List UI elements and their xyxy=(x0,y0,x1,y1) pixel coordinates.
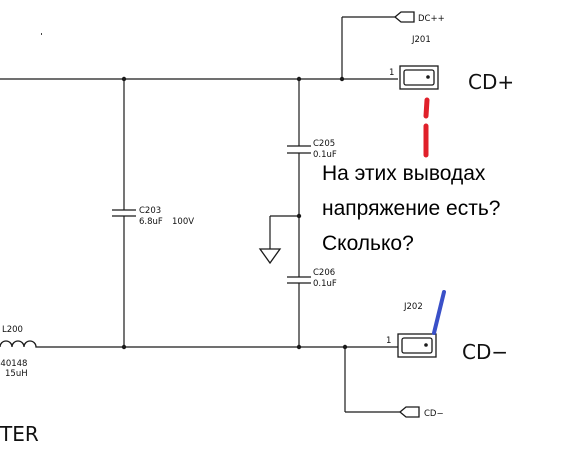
c205-ref-label: C205 xyxy=(313,139,335,149)
j202-label: J202 xyxy=(403,302,423,312)
c206-value-label: 0.1uF xyxy=(313,279,337,289)
ground-icon xyxy=(258,248,282,265)
j201-pin-label: 1 xyxy=(389,68,394,78)
cdm-port-icon xyxy=(398,406,420,418)
l200-inductor-icon xyxy=(0,340,38,348)
j201-label: J201 xyxy=(411,35,431,45)
cd-plus-label: CD+ xyxy=(468,70,514,94)
junction-dot xyxy=(342,344,348,350)
j201-pin-dot xyxy=(426,75,430,79)
l200-ref-label: L200 xyxy=(2,325,23,335)
annotation-line-3: Сколько? xyxy=(322,232,414,255)
j202-pin-label: 1 xyxy=(386,336,391,346)
c203-ref-label: C203 xyxy=(139,206,161,216)
c203-voltage-label: 100V xyxy=(172,217,194,227)
dcpp-label: DC++ xyxy=(418,14,445,24)
c206-ref-label: C206 xyxy=(313,268,335,278)
junction-dot xyxy=(296,76,302,82)
junction-dot xyxy=(339,76,345,82)
c203-value-label: 6.8uF xyxy=(139,217,163,227)
junction-dot xyxy=(121,344,127,350)
l200-part-label: 540148 xyxy=(0,359,27,369)
blue-marker-stroke xyxy=(432,290,446,335)
red-marker-stroke xyxy=(423,97,430,158)
l200-value-label: 15uH xyxy=(5,369,28,379)
annotation-line-2: напряжение есть? xyxy=(322,197,500,220)
ter-label: TER xyxy=(0,422,39,446)
cd-minus-label: CD− xyxy=(462,340,508,364)
j201-connector-tab xyxy=(403,69,435,86)
junction-dot xyxy=(121,76,127,82)
annotation-line-1: На этих выводах xyxy=(322,162,486,185)
cd-minus-port-label: CD− xyxy=(424,409,444,419)
junction-dot xyxy=(296,213,302,219)
dcpp-port-icon xyxy=(393,11,415,23)
junction-dot xyxy=(296,344,302,350)
j202-pin-dot xyxy=(424,343,428,347)
c205-value-label: 0.1uF xyxy=(313,150,337,160)
stray-mark xyxy=(41,33,42,35)
j202-connector-tab xyxy=(401,337,433,354)
